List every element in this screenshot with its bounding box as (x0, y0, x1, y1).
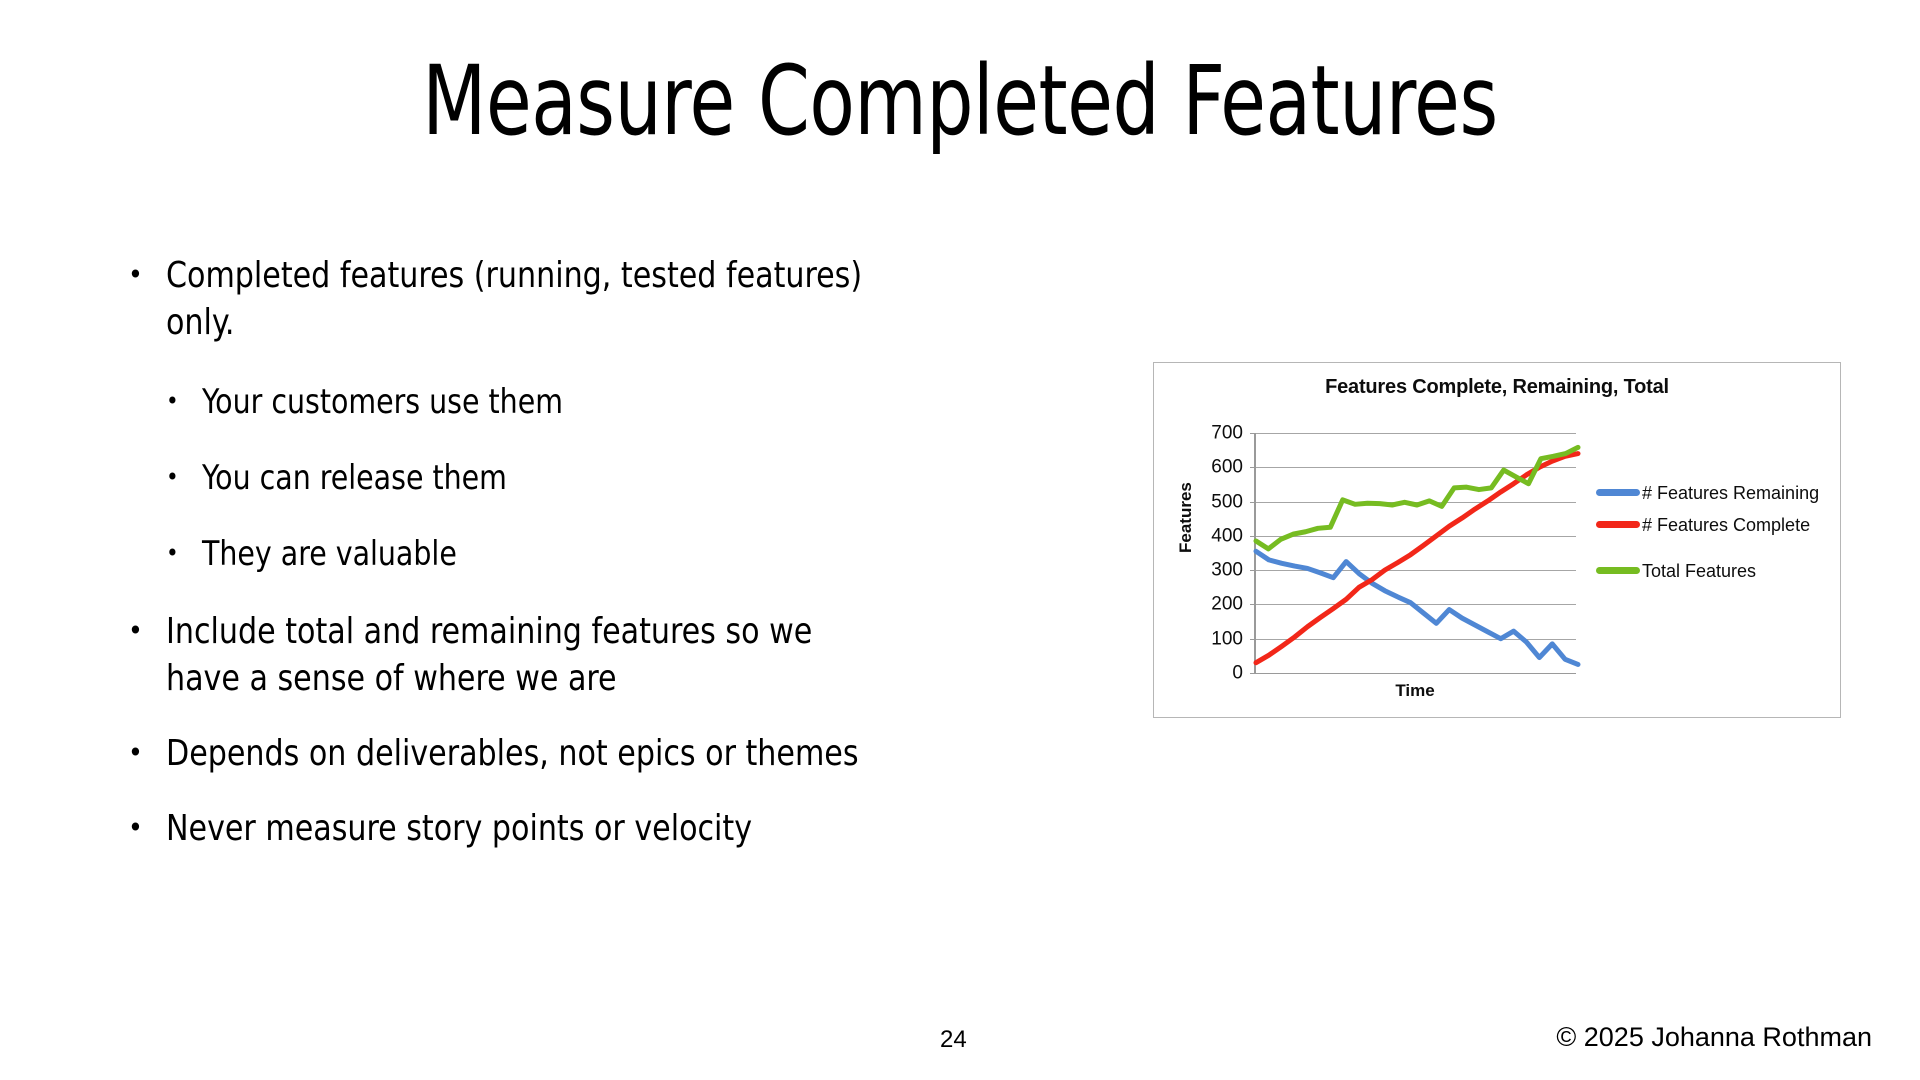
chart-y-tick-label: 700 (1211, 422, 1243, 444)
bullet-marker-icon: • (166, 539, 179, 567)
bullet-marker-icon: • (128, 736, 143, 769)
list-item-label: Your customers use them (202, 382, 563, 422)
chart-tick-mark (1250, 673, 1256, 674)
chart-series-line (1256, 454, 1578, 663)
legend-item-label: # Features Remaining (1642, 483, 1820, 503)
chart-y-axis-label: Features (1176, 482, 1195, 553)
bullet-marker-icon: • (128, 614, 143, 647)
list-item-label: You can release them (202, 458, 507, 498)
chart-y-tick-label: 500 (1211, 491, 1243, 513)
chart-series-svg (1256, 433, 1578, 673)
chart-series-line (1256, 551, 1578, 664)
chart-gridline (1256, 433, 1576, 434)
chart-tick-mark (1250, 501, 1256, 503)
page-title: Measure Completed Features (422, 45, 1498, 157)
chart-y-tick-label: 100 (1211, 628, 1243, 650)
chart-series-line (1256, 447, 1578, 548)
chart-tick-mark (1250, 638, 1256, 640)
chart-legend-item: Total Features (1596, 559, 1832, 583)
chart-x-axis-label: Time (1395, 681, 1435, 700)
list-item: • Depends on deliverables, not epics or … (128, 730, 918, 777)
chart-title: Features Complete, Remaining, Total (1325, 376, 1669, 398)
legend-color-swatch (1596, 567, 1640, 574)
chart-y-tick-label: 200 (1211, 593, 1243, 615)
chart-y-tick-label: 300 (1211, 559, 1243, 581)
list-item: • Your customers use them (166, 380, 918, 424)
chart-tick-mark (1250, 604, 1256, 606)
chart-y-tick-label: 600 (1211, 456, 1243, 478)
list-item-label: Include total and remaining features so … (166, 611, 813, 699)
bullet-list: • Completed features (running, tested fe… (128, 252, 918, 878)
legend-item-label: # Features Complete (1642, 515, 1811, 535)
chart-gridline (1256, 638, 1576, 640)
legend-color-swatch (1596, 521, 1640, 528)
chart-tick-mark (1250, 433, 1256, 434)
bullet-marker-icon: • (128, 811, 143, 844)
list-item-label: Depends on deliverables, not epics or th… (166, 733, 859, 774)
list-item: • They are valuable (166, 532, 918, 576)
chart-plot-area (1250, 433, 1578, 674)
list-item-label: They are valuable (202, 534, 457, 574)
chart-gridline (1256, 673, 1576, 674)
chart-tick-mark (1250, 535, 1256, 537)
list-item: • You can release them (166, 456, 918, 500)
list-item: • Completed features (running, tested fe… (128, 252, 918, 346)
list-item-label: Never measure story points or velocity (166, 808, 753, 849)
chart-gridline (1256, 467, 1576, 469)
chart-tick-mark (1250, 467, 1256, 469)
list-item: • Include total and remaining features s… (128, 608, 918, 702)
legend-color-swatch (1596, 489, 1640, 496)
bullet-marker-icon: • (128, 258, 143, 291)
chart-legend-item: # Features Remaining (1596, 481, 1832, 505)
list-item-label: Completed features (running, tested feat… (166, 255, 863, 343)
page-number: 24 (940, 1026, 967, 1053)
chart-tick-mark (1250, 570, 1256, 572)
chart-y-tick-label: 0 (1232, 662, 1243, 684)
chart-plot-wrap: 700 600 500 400 300 200 100 0 (1211, 424, 1578, 683)
list-item: • Never measure story points or velocity (128, 805, 918, 852)
bullet-marker-icon: • (166, 463, 179, 491)
chart-legend-item: # Features Complete (1596, 513, 1832, 537)
chart-y-tick-label: 400 (1211, 525, 1243, 547)
chart-panel: Features Complete, Remaining, Total Feat… (1153, 362, 1841, 718)
bullet-marker-icon: • (166, 387, 179, 415)
copyright-notice: © 2025 Johanna Rothman (1556, 1022, 1872, 1052)
chart-gridline (1256, 570, 1576, 572)
chart-gridline (1256, 501, 1576, 503)
chart-gridline (1256, 535, 1576, 537)
legend-item-label: Total Features (1642, 561, 1757, 581)
